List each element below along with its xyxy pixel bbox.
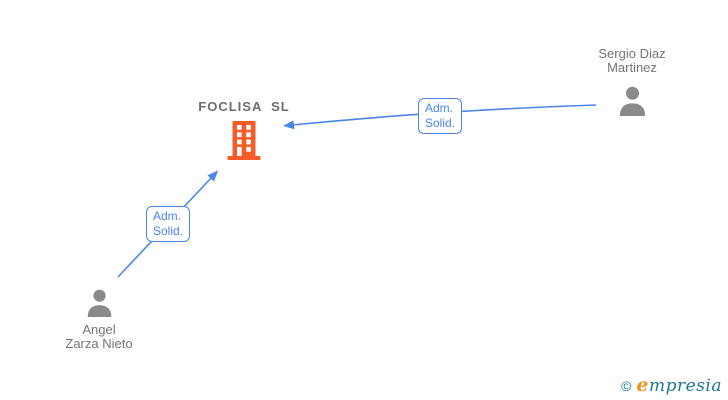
- brand-name: empresia: [636, 374, 722, 396]
- edge-label-adm-solid-sergio[interactable]: Adm. Solid.: [418, 98, 463, 134]
- person-name-line1: Sergio Diaz: [598, 46, 666, 61]
- person-name-line2: Zarza Nieto: [65, 336, 133, 351]
- person-icon[interactable]: [85, 288, 114, 317]
- building-icon[interactable]: [227, 121, 261, 160]
- edge-label-line1: Adm.: [153, 209, 182, 223]
- empresia-logo[interactable]: © empresia: [621, 374, 722, 396]
- edge-label-line1: Adm.: [425, 101, 454, 115]
- person-node-sergio-diaz-martinez[interactable]: Sergio Diaz Martinez: [570, 47, 694, 116]
- edge-label-line2: Solid.: [425, 116, 456, 130]
- company-node-foclisa[interactable]: FOCLISA SL: [183, 99, 305, 160]
- edge-label-line2: Solid.: [153, 224, 184, 238]
- brand-rest: mpresia: [649, 376, 722, 396]
- person-node-angel-zarza-nieto[interactable]: Angel Zarza Nieto: [39, 288, 159, 351]
- person-name-line1: Angel: [82, 322, 116, 337]
- brand-letter-e: e: [636, 374, 649, 396]
- person-name[interactable]: Angel Zarza Nieto: [65, 323, 132, 351]
- person-name-line2: Martinez: [607, 60, 657, 75]
- person-name[interactable]: Sergio Diaz Martinez: [598, 47, 665, 75]
- person-icon[interactable]: [617, 85, 648, 116]
- copyright-icon: ©: [621, 378, 632, 394]
- company-name[interactable]: FOCLISA SL: [198, 99, 290, 114]
- edge-label-adm-solid-angel[interactable]: Adm. Solid.: [146, 206, 191, 242]
